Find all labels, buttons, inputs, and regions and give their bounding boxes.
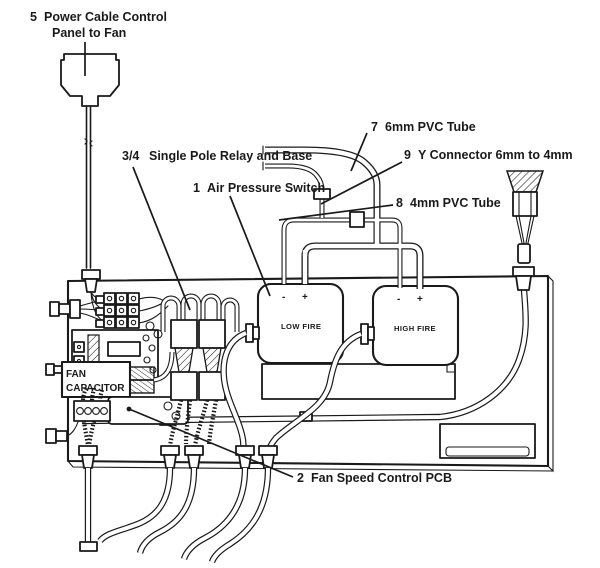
callout-1-text: Air Pressure Switch (207, 181, 325, 195)
callout-9-num: 9 (404, 148, 411, 162)
relay-loop-tubes (160, 293, 240, 332)
callout-3-4-text: Single Pole Relay and Base (149, 149, 312, 163)
callout-9-text: Y Connector 6mm to 4mm (418, 148, 573, 162)
callout-7-num: 7 (371, 120, 378, 134)
terminal-row (95, 304, 140, 317)
callout-8-text: 4mm PVC Tube (410, 196, 501, 210)
relay-1 (170, 319, 198, 401)
power-cable (84, 105, 93, 269)
leader-dot (126, 406, 132, 412)
callout-5-text2: Panel to Fan (52, 26, 126, 40)
y-connector-6mm-4mm (313, 188, 331, 200)
exiting-cables (79, 467, 272, 564)
low-fire-pressure-switch: - + LOW FIRE (245, 282, 345, 365)
low-fire-minus: - (282, 292, 285, 303)
terminal-block (95, 292, 169, 329)
bottom-terminal-strip (73, 387, 111, 447)
tube-union (349, 211, 365, 228)
callout-labels: 5 Power Cable Control Panel to Fan 3/4 S… (30, 10, 573, 485)
fan-capacitor-label-line1: FAN (66, 369, 86, 380)
sensor-connector (505, 170, 545, 291)
callout-8-num: 8 (396, 196, 403, 210)
power-cable-plug (60, 53, 120, 107)
leader-tube-6mm (350, 132, 368, 172)
cable-gland (160, 445, 180, 469)
leader-air-pressure (229, 195, 271, 297)
leader-tube-4mm (278, 204, 394, 221)
terminal-row (95, 316, 140, 329)
fan-speed-control-pcb (107, 396, 189, 425)
low-fire-nipple (245, 323, 260, 343)
callout-2-text: Fan Speed Control PCB (311, 471, 452, 485)
leader-y-connector (320, 161, 403, 205)
left-stub-fitting (45, 363, 64, 376)
bottom-cable-glands (78, 445, 278, 469)
cable-gland (184, 445, 204, 469)
pvc-tube-network (262, 145, 424, 289)
callout-3-4-num: 3/4 (122, 149, 139, 163)
low-fire-label: LOW FIRE (281, 322, 321, 331)
leader-lines (84, 42, 403, 478)
callout-5-text: Power Cable Control (44, 10, 167, 24)
vent-slot (439, 423, 536, 459)
callout-5-num: 5 (30, 10, 37, 24)
leader-fan-speed-pcb (128, 408, 294, 478)
cable-gland (78, 445, 98, 469)
high-fire-pressure-switch: - + HIGH FIRE (360, 284, 460, 367)
high-fire-plus: + (417, 294, 423, 305)
cable-end-cap (79, 541, 98, 552)
relay-2 (198, 319, 226, 401)
leader-relay (132, 166, 191, 311)
relay-assembly (160, 293, 240, 447)
left-cable-gland-lower (45, 421, 79, 444)
low-fire-hose (220, 330, 248, 453)
callout-1-num: 1 (193, 181, 200, 195)
callout-7-text: 6mm PVC Tube (385, 120, 476, 134)
sensor-cable-gland (512, 266, 535, 291)
switch-mounting-tray (261, 363, 456, 400)
low-fire-plus: + (302, 292, 308, 303)
high-fire-minus: - (397, 294, 400, 305)
callout-2-num: 2 (297, 471, 304, 485)
high-fire-label: HIGH FIRE (394, 324, 436, 333)
